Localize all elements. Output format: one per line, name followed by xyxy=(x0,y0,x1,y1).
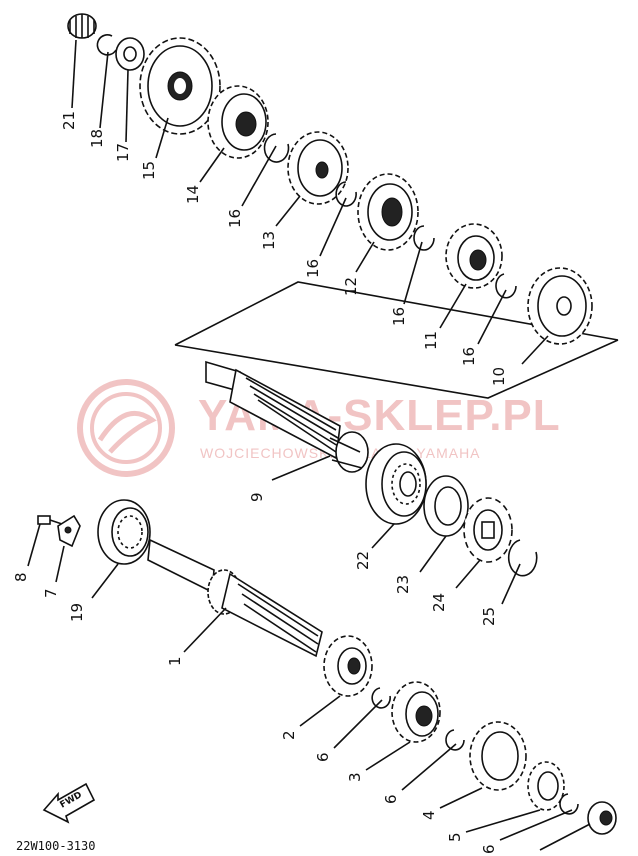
part-6-circlip-c xyxy=(559,793,579,815)
callout-15: 15 xyxy=(140,161,158,180)
callout-4: 4 xyxy=(420,810,438,820)
part-19-bearing xyxy=(97,499,151,565)
part-18-circlip xyxy=(96,34,117,56)
callout-18: 18 xyxy=(88,129,106,148)
callout-9: 9 xyxy=(248,492,266,502)
part-5-gear xyxy=(527,761,565,811)
callout-16-b: 16 xyxy=(304,259,322,278)
callout-21: 21 xyxy=(60,111,78,130)
part-15-gear xyxy=(139,37,221,135)
callout-16-c: 16 xyxy=(390,307,408,326)
callout-17: 17 xyxy=(114,143,132,162)
part-11-gear xyxy=(445,223,503,289)
callout-6-c: 6 xyxy=(480,844,498,854)
part-16-circlip-b xyxy=(335,181,357,207)
part-7-plate xyxy=(57,514,81,548)
part-8-bolt xyxy=(37,515,63,525)
callout-8: 8 xyxy=(12,572,30,582)
end-bearing xyxy=(587,801,617,835)
part-21-needle-bearing xyxy=(67,13,97,39)
callout-13: 13 xyxy=(260,231,278,250)
callout-25: 25 xyxy=(480,607,498,626)
callout-16-a: 16 xyxy=(226,209,244,228)
callout-19: 19 xyxy=(68,603,86,622)
callout-6-a: 6 xyxy=(314,752,332,762)
watermark-logo-icon xyxy=(77,379,175,477)
part-22-bearing xyxy=(365,443,427,525)
part-10-gear xyxy=(527,267,593,345)
part-1-drive-axle xyxy=(147,538,323,658)
part-9-main-axle xyxy=(205,360,369,473)
part-6-circlip-b xyxy=(445,729,465,751)
callout-7: 7 xyxy=(42,588,60,598)
callout-3: 3 xyxy=(346,772,364,782)
part-6-circlip-a xyxy=(371,687,391,709)
callout-10: 10 xyxy=(490,367,508,386)
callout-1: 1 xyxy=(166,656,184,666)
callout-12: 12 xyxy=(342,277,360,296)
callout-6-b: 6 xyxy=(382,794,400,804)
part-13-gear xyxy=(287,131,349,205)
callout-labels: 21 18 17 15 14 16 13 16 12 16 11 16 10 9… xyxy=(12,111,508,854)
callout-23: 23 xyxy=(394,575,412,594)
callout-14: 14 xyxy=(184,185,202,204)
assembly-bracket-frame xyxy=(174,281,619,399)
drawing-code: 22W100-3130 xyxy=(16,839,95,853)
callout-11: 11 xyxy=(422,331,440,350)
part-3-gear xyxy=(391,681,441,743)
part-12-gear xyxy=(357,173,419,251)
part-2-gear xyxy=(323,635,373,697)
callout-24: 24 xyxy=(430,593,448,612)
leader-lines xyxy=(27,39,591,851)
part-16-circlip-d xyxy=(495,273,517,299)
part-25-circlip xyxy=(507,539,538,577)
part-23-oil-seal xyxy=(423,475,469,537)
callout-16-d: 16 xyxy=(460,347,478,366)
part-14-gear xyxy=(207,85,269,159)
part-16-circlip-c xyxy=(413,225,435,251)
callout-2: 2 xyxy=(280,730,298,740)
part-24-sprocket xyxy=(463,497,513,563)
callout-5: 5 xyxy=(446,832,464,842)
part-16-circlip-a xyxy=(263,133,290,163)
part-4-gear xyxy=(469,721,527,791)
part-17-washer xyxy=(115,37,145,71)
forward-arrow-icon: FWD xyxy=(42,782,96,824)
callout-22: 22 xyxy=(354,551,372,570)
